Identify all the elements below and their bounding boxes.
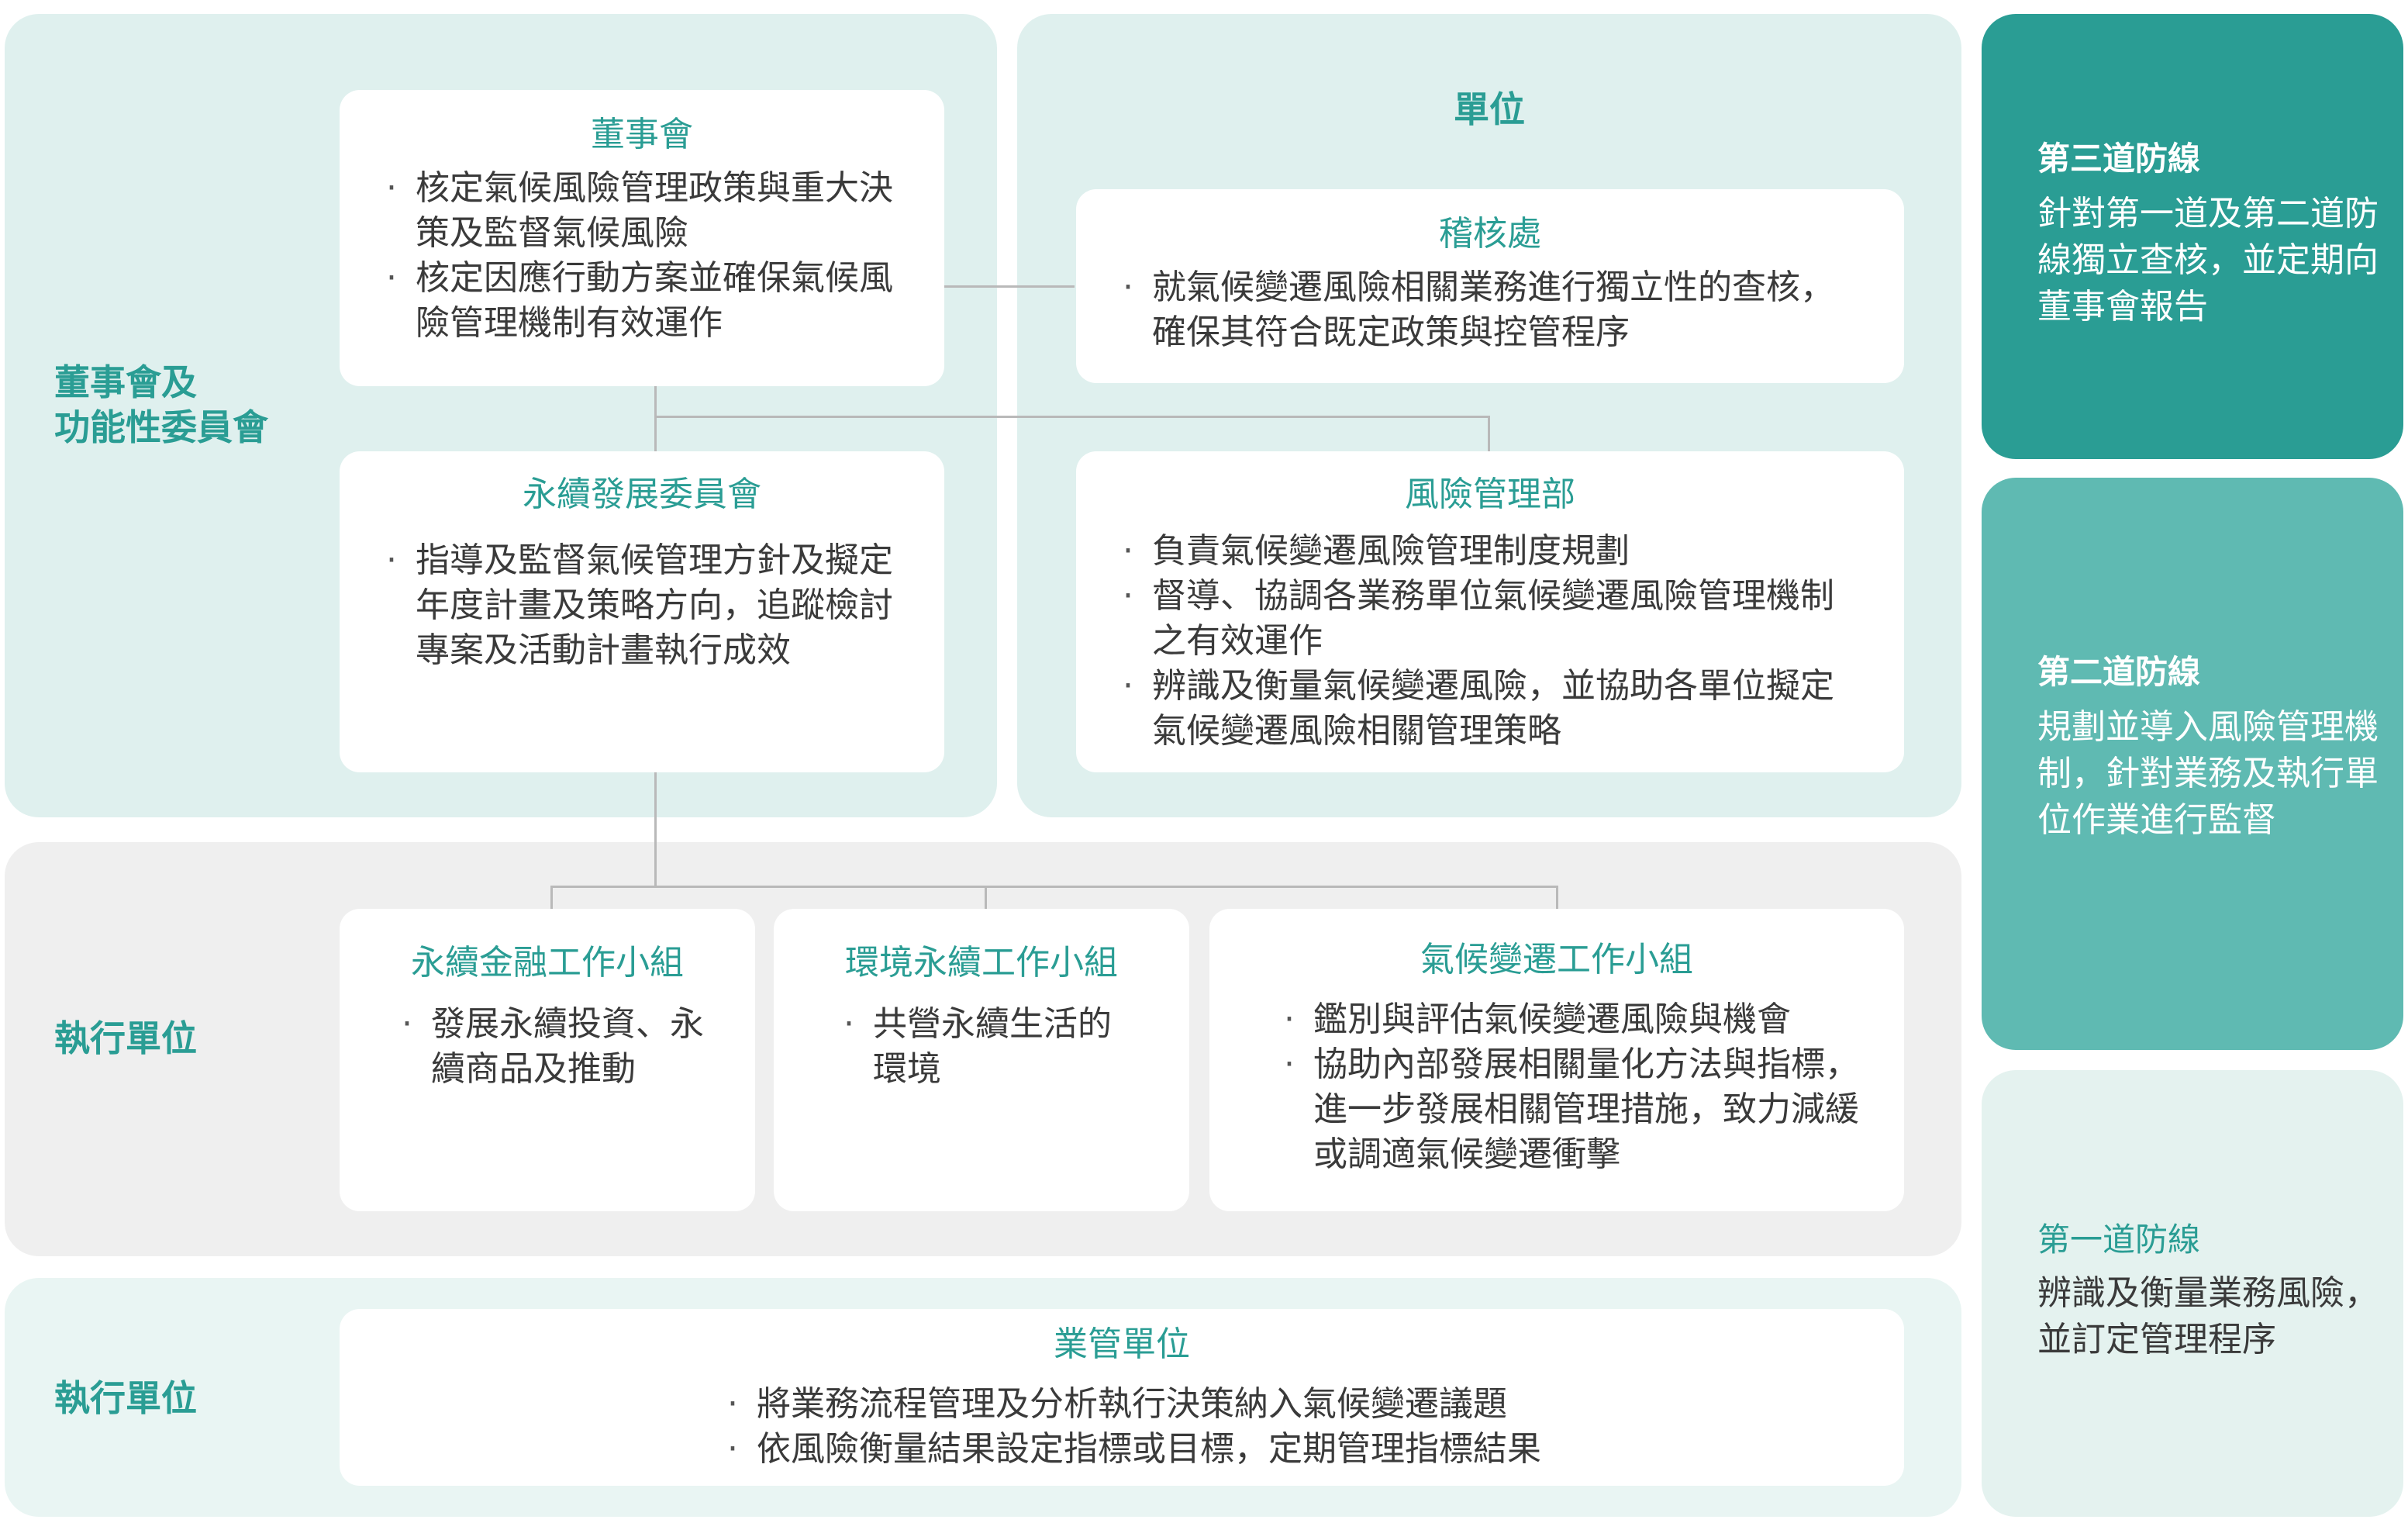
risk-dept-title: 風險管理部: [1405, 475, 1575, 514]
group-title: 氣候變遷工作小組: [1420, 940, 1693, 979]
risk-dept-item: 辨識及衡量氣候變遷風險，並協助各單位擬定氣候變遷風險相關管理策略: [1123, 664, 1858, 754]
connector-board-audit: [943, 285, 1075, 288]
second-line-title: 第二道防線: [2037, 653, 2201, 691]
board-committee-label: 董事會及 功能性委員會: [54, 361, 268, 448]
connector-board-down: [654, 385, 657, 451]
third-line-desc: 針對第一道及第二道防線獨立查核，並定期向董事會報告: [2037, 194, 2379, 326]
connector-groups-horizontal: [550, 886, 1558, 888]
board-box: 董事會 核定氣候風險管理政策與重大決策及監督氣候風險 核定因應行動方案並確保氣候…: [340, 90, 944, 386]
group-box-environment: 環境永續工作小組 共營永續生活的環境: [774, 909, 1189, 1211]
risk-dept-box: 風險管理部 負責氣候變遷風險管理制度規劃 督導、協調各業務單位氣候變遷風險管理機…: [1076, 451, 1904, 772]
sustainability-committee-box: 永續發展委員會 指導及監督氣候管理方針及擬定年度計畫及策略方向，追蹤檢討專案及活…: [340, 451, 944, 772]
execution-unit-label-2: 執行單位: [54, 1377, 197, 1419]
connector-risk-down: [1488, 416, 1490, 453]
connector-group2: [985, 886, 987, 909]
group-item: 協助內部發展相關量化方法與指標，進一步發展相關管理措施，致力減緩或調適氣候變遷衝…: [1284, 1042, 1873, 1177]
connector-committee-down: [654, 772, 657, 887]
group-item: 發展永續投資、永續商品及推動: [402, 1002, 724, 1092]
third-line-title: 第三道防線: [2037, 140, 2201, 178]
business-unit-box: 業管單位 將業務流程管理及分析執行決策納入氣候變遷議題 依風險衡量結果設定指標或…: [340, 1309, 1904, 1486]
risk-dept-item: 督導、協調各業務單位氣候變遷風險管理機制之有效運作: [1123, 574, 1858, 664]
group-item: 共營永續生活的環境: [843, 1002, 1127, 1092]
connector-group1: [550, 886, 553, 909]
group-box-sustainable-finance: 永續金融工作小組 發展永續投資、永續商品及推動: [340, 909, 755, 1211]
business-unit-title: 業管單位: [1054, 1324, 1190, 1364]
sustainability-committee-title: 永續發展委員會: [523, 475, 761, 514]
third-line-of-defense: 第三道防線 針對第一道及第二道防線獨立查核，並定期向董事會報告: [1982, 14, 2403, 459]
audit-item: 就氣候變遷風險相關業務進行獨立性的查核，確保其符合既定政策與控管程序: [1123, 265, 1858, 355]
business-unit-item: 依風險衡量結果設定指標或目標，定期管理指標結果: [727, 1427, 1749, 1472]
group-title: 環境永續工作小組: [845, 943, 1118, 983]
group-title: 永續金融工作小組: [411, 943, 684, 983]
first-line-desc: 辨識及衡量業務風險，並訂定管理程序: [2037, 1273, 2379, 1359]
connector-group3: [1556, 886, 1558, 909]
risk-dept-item: 負責氣候變遷風險管理制度規劃: [1123, 529, 1858, 574]
sustainability-committee-item: 指導及監督氣候管理方針及擬定年度計畫及策略方向，追蹤檢討專案及活動計畫執行成效: [386, 538, 898, 673]
board-item: 核定因應行動方案並確保氣候風險管理機制有效運作: [386, 256, 898, 346]
board-item: 核定氣候風險管理政策與重大決策及監督氣候風險: [386, 166, 898, 256]
second-line-desc: 規劃並導入風險管理機制，針對業務及執行單位作業進行監督: [2037, 707, 2379, 840]
second-line-of-defense: 第二道防線 規劃並導入風險管理機制，針對業務及執行單位作業進行監督: [1982, 478, 2403, 1050]
first-line-of-defense: 第一道防線 辨識及衡量業務風險，並訂定管理程序: [1982, 1070, 2403, 1517]
execution-unit-label: 執行單位: [54, 1017, 197, 1059]
connector-horizontal-top: [654, 416, 1490, 418]
first-line-title: 第一道防線: [2037, 1221, 2201, 1259]
audit-box: 稽核處 就氣候變遷風險相關業務進行獨立性的查核，確保其符合既定政策與控管程序: [1076, 189, 1904, 383]
business-unit-item: 將業務流程管理及分析執行決策納入氣候變遷議題: [727, 1382, 1749, 1427]
group-box-climate-change: 氣候變遷工作小組 鑑別與評估氣候變遷風險與機會 協助內部發展相關量化方法與指標，…: [1209, 909, 1904, 1211]
audit-title: 稽核處: [1439, 214, 1541, 254]
board-title: 董事會: [591, 115, 693, 154]
group-item: 鑑別與評估氣候變遷風險與機會: [1284, 997, 1873, 1042]
units-header: 單位: [1454, 88, 1525, 130]
